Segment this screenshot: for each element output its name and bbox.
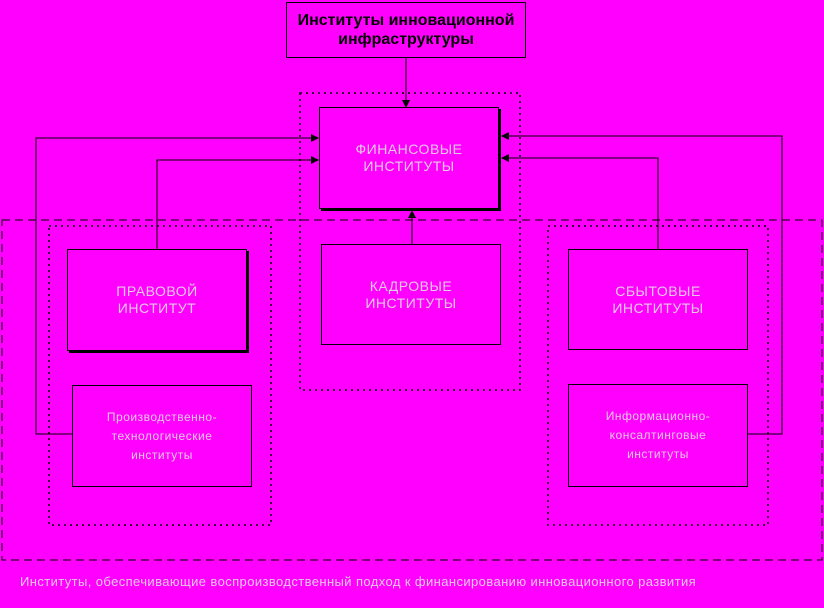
center-dotted-frame (299, 92, 521, 391)
production-technological-institutions-box: Производственно- технологические институ… (72, 385, 252, 487)
information-consulting-institutions-box: Информационно- консалтинговые институты (568, 384, 748, 487)
arrow-production-to-finance (35, 134, 319, 435)
innovation-infrastructure-box: Институты инновационной инфраструктуры (286, 2, 526, 58)
arrow-sales-to-finance (501, 154, 659, 249)
finance-institutions-box: ФИНАНСОВЫЕ ИНСТИТУТЫ (319, 107, 499, 209)
sales-institutions-box: СБЫТОВЫЕ ИНСТИТУТЫ (568, 249, 748, 350)
legal-institute-box: ПРАВОВОЙ ИНСТИТУТ (67, 249, 247, 351)
staff-institutions-box: КАДРОВЫЕ ИНСТИТУТЫ (321, 244, 501, 345)
left-dotted-frame (48, 225, 272, 526)
footer-caption: Институты, обеспечивающие воспроизводств… (20, 574, 697, 589)
arrow-consulting-to-finance (501, 132, 783, 435)
arrow-legal-to-finance (156, 156, 319, 249)
